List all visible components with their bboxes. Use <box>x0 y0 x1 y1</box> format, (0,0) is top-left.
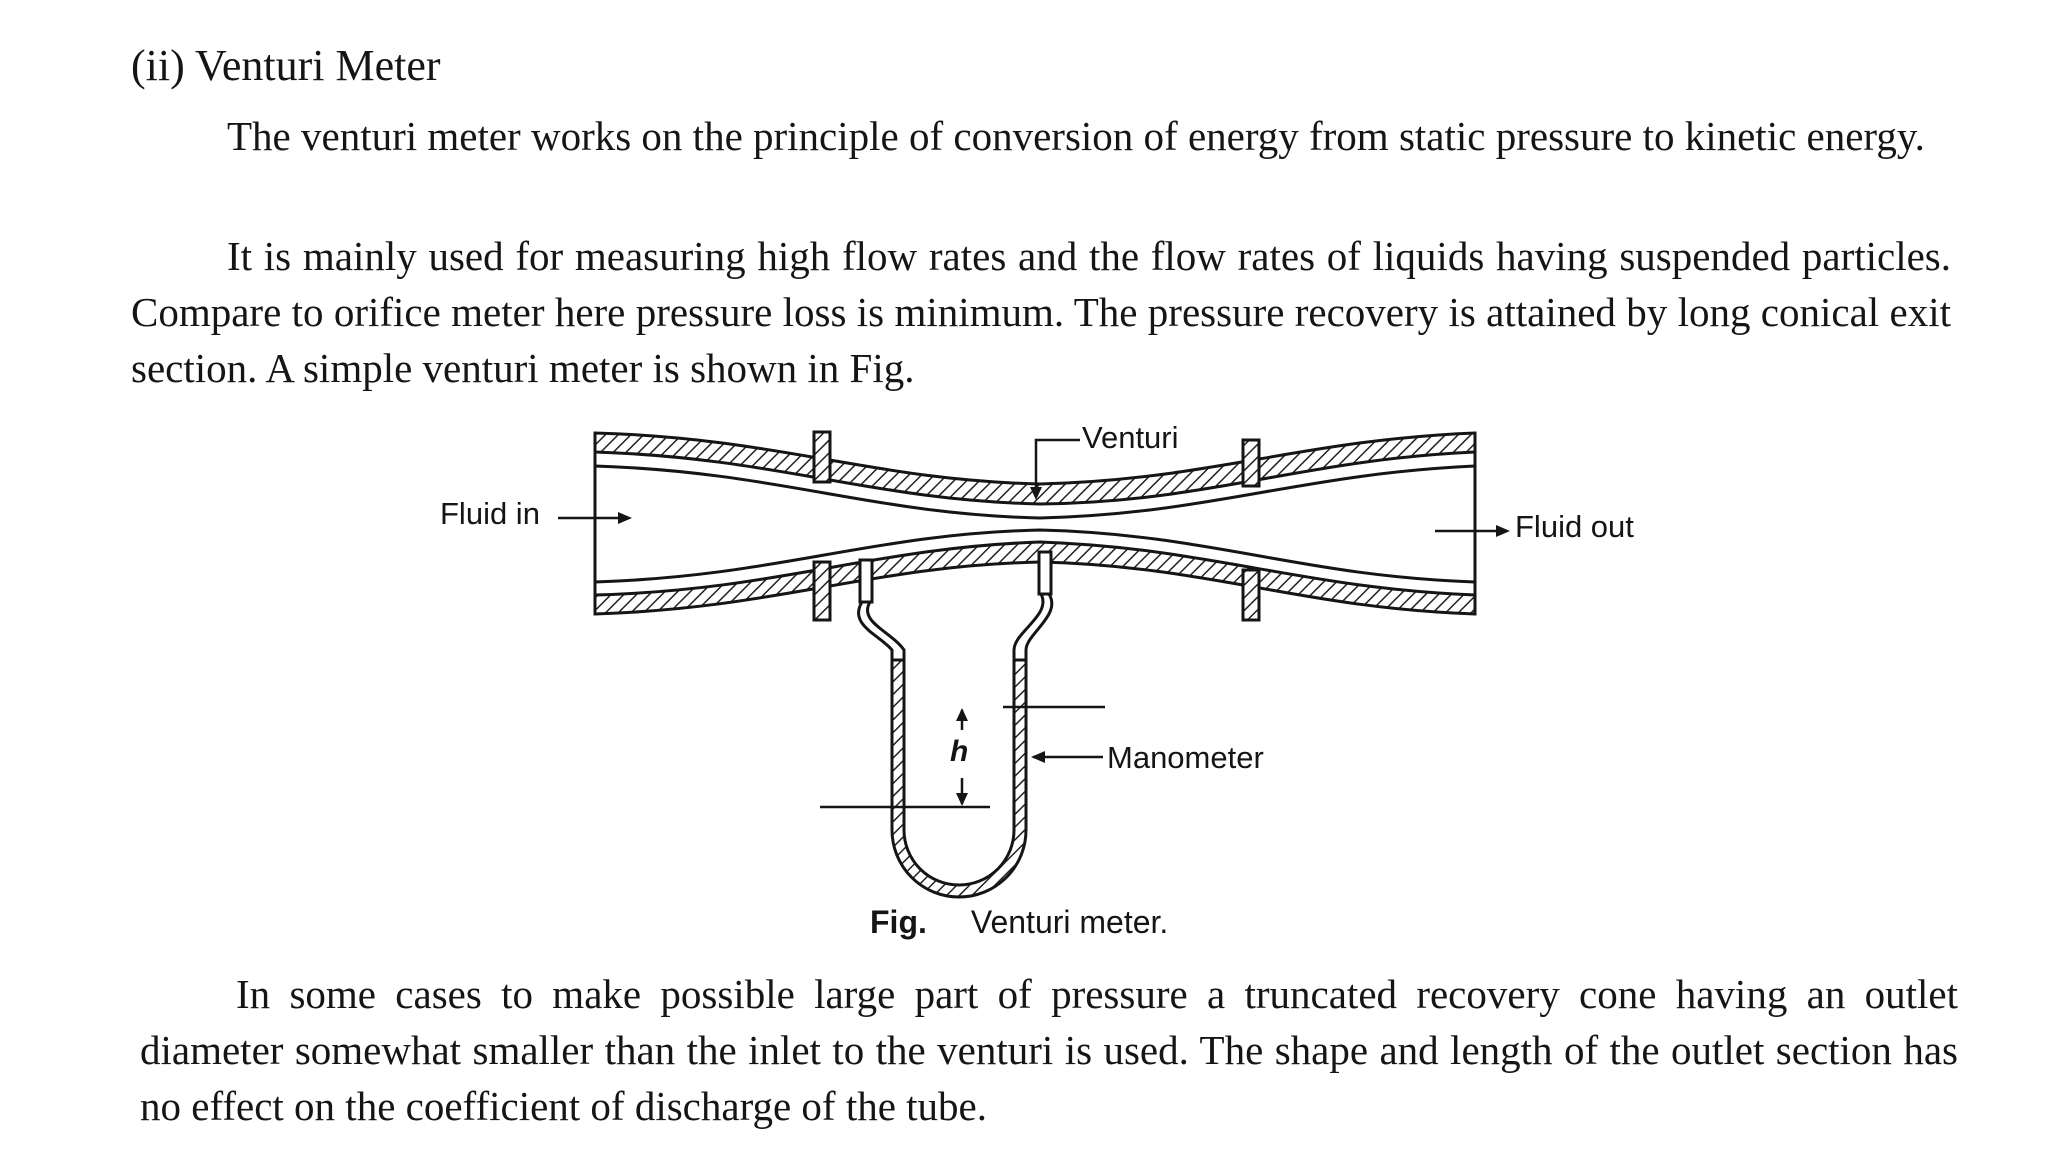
outlet-flange-top <box>1241 438 1261 488</box>
paragraph-recovery-cone-text: In some cases to make possible large par… <box>140 971 1958 1129</box>
venturi-meter-figure: Venturi Fluid in Fluid out h Manometer <box>400 410 1700 950</box>
venturi-label: Venturi <box>1082 420 1179 455</box>
section-heading: (ii) Venturi Meter <box>131 41 441 90</box>
inlet-flange-top <box>812 430 832 484</box>
manometer-u-tube <box>890 658 1028 899</box>
inlet-flange-bottom <box>812 560 832 622</box>
upstream-pressure-tap <box>858 558 874 604</box>
paragraph-usage: It is mainly used for measuring high flo… <box>131 228 1951 396</box>
fluid-out-label: Fluid out <box>1515 509 1634 544</box>
manometer-label: Manometer <box>1107 740 1264 775</box>
fluid-in-label: Fluid in <box>440 496 540 531</box>
figure-caption: Fig. Venturi meter. <box>870 904 1168 941</box>
paragraph-principle: The venturi meter works on the principle… <box>131 108 1951 164</box>
venturi-meter-diagram <box>558 430 1510 899</box>
height-difference-label: h <box>950 735 969 768</box>
throat-pressure-tap <box>1037 550 1053 596</box>
venturi-leader-line <box>1034 438 1080 495</box>
paragraph-usage-text: It is mainly used for measuring high flo… <box>131 233 1951 391</box>
venturi-bottom-wall <box>593 540 1477 616</box>
figure-caption-text: Venturi meter. <box>970 904 1169 940</box>
figure-caption-label: Fig. <box>870 904 927 940</box>
paragraph-principle-text: The venturi meter works on the principle… <box>227 113 1925 159</box>
outlet-flange-bottom <box>1241 568 1261 622</box>
paragraph-recovery-cone: In some cases to make possible large par… <box>140 966 1958 1134</box>
